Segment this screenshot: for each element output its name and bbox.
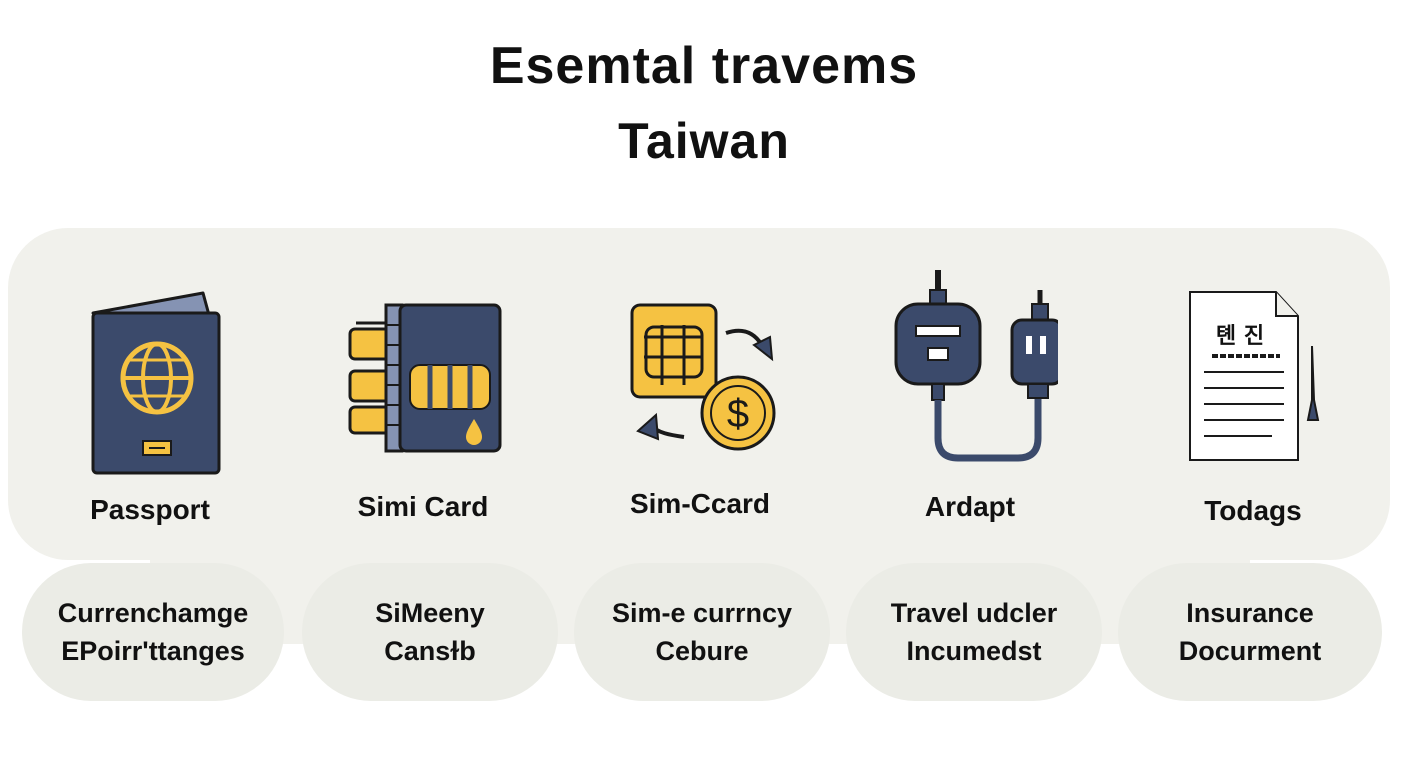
pill-line: EPoirr'ttanges [61, 636, 245, 666]
item-label-adapter: Ardapt [924, 491, 1016, 522]
pill-line: Currenchamge [57, 598, 249, 628]
pill-sim-currency: Sim-e currncy Cebure [574, 563, 830, 701]
item-label-sim-ccard: Sim-Ccard [629, 488, 771, 519]
item-label-sim-card: Simi Card [357, 491, 489, 522]
item-label-documents: Todags [1204, 495, 1302, 526]
pill-line: Docurment [1178, 636, 1322, 666]
document-icon [1189, 291, 1320, 461]
document-icon-heading: 톈 진 [1215, 324, 1265, 349]
pill-insurance-document: Insurance Docurment [1118, 563, 1382, 701]
passport-icon [91, 291, 221, 475]
sim-card-icon [348, 303, 502, 453]
pill-travel-adapter: Travel udcler Incumedst [846, 563, 1102, 701]
page-title: Esemtal travems [489, 37, 919, 95]
pill-line: Cebure [655, 636, 749, 666]
pill-line: Insurance [1186, 598, 1314, 628]
item-label-passport: Passport [90, 494, 210, 525]
pill-sim-money: SiMeeny Cansɫb [302, 563, 558, 701]
pill-line: Sim-e currncy [611, 598, 793, 628]
pill-line: SiMeeny [375, 598, 485, 628]
pill-line: Travel udcler [890, 598, 1058, 628]
page-subtitle: Taiwan [618, 113, 790, 169]
pill-line: Incumedst [906, 636, 1042, 666]
pill-line: Cansɫb [384, 636, 476, 666]
power-adapter-icon [894, 270, 1058, 462]
svg-text:$: $ [727, 392, 749, 436]
currency-exchange-icon: $ [630, 303, 776, 451]
pill-currency-exchange: Currenchamge EPoirr'ttanges [22, 563, 284, 701]
